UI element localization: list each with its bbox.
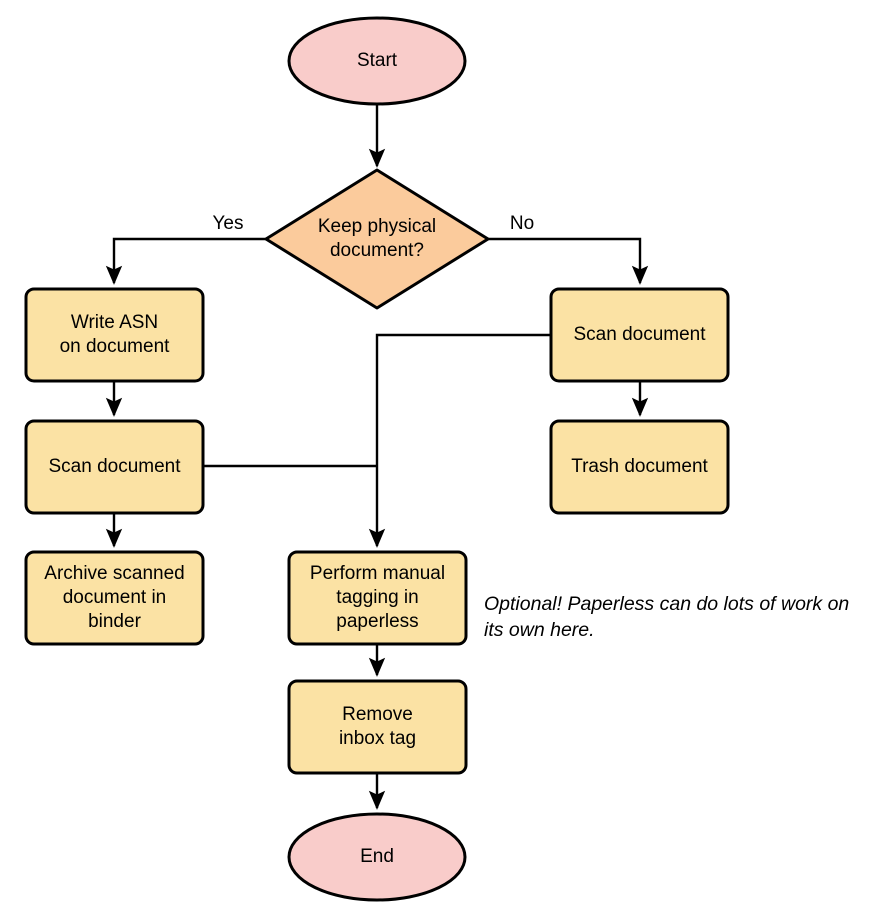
node-end[interactable]: End xyxy=(287,812,467,902)
node-shape-ellipse xyxy=(287,812,467,902)
node-shape-rect xyxy=(24,419,205,515)
node-shape-rect xyxy=(287,679,468,775)
node-scan-document-right[interactable]: Scan document xyxy=(549,287,730,383)
edge-label-label-no: No xyxy=(510,213,534,234)
edge-decision-no-to-scan-right xyxy=(488,237,649,285)
annotation-line: Optional! Paperless can do lots of work … xyxy=(484,593,849,615)
annotation-line: its own here. xyxy=(484,619,595,641)
edge-scan-right-to-tagging xyxy=(368,333,551,548)
node-shape-diamond xyxy=(264,168,490,310)
node-shape-rect xyxy=(549,419,730,515)
edge-label-label-yes: Yes xyxy=(213,213,244,234)
node-shape-ellipse xyxy=(287,16,467,106)
node-shape-rect xyxy=(24,287,205,383)
edges-layer xyxy=(105,104,649,810)
node-shape-rect xyxy=(549,287,730,383)
node-start[interactable]: Start xyxy=(287,16,467,106)
node-shape-rect xyxy=(24,550,205,646)
edge-labels-layer: Yes No xyxy=(213,213,535,234)
annotation-optional: Optional! Paperless can do lots of work … xyxy=(484,593,849,641)
annotations-layer: Optional! Paperless can do lots of work … xyxy=(484,593,849,641)
node-trash-document[interactable]: Trash document xyxy=(549,419,730,515)
edge-decision-yes-to-write-asn xyxy=(105,237,266,285)
node-scan-document-left[interactable]: Scan document xyxy=(24,419,205,515)
node-shape-rect xyxy=(287,550,468,646)
